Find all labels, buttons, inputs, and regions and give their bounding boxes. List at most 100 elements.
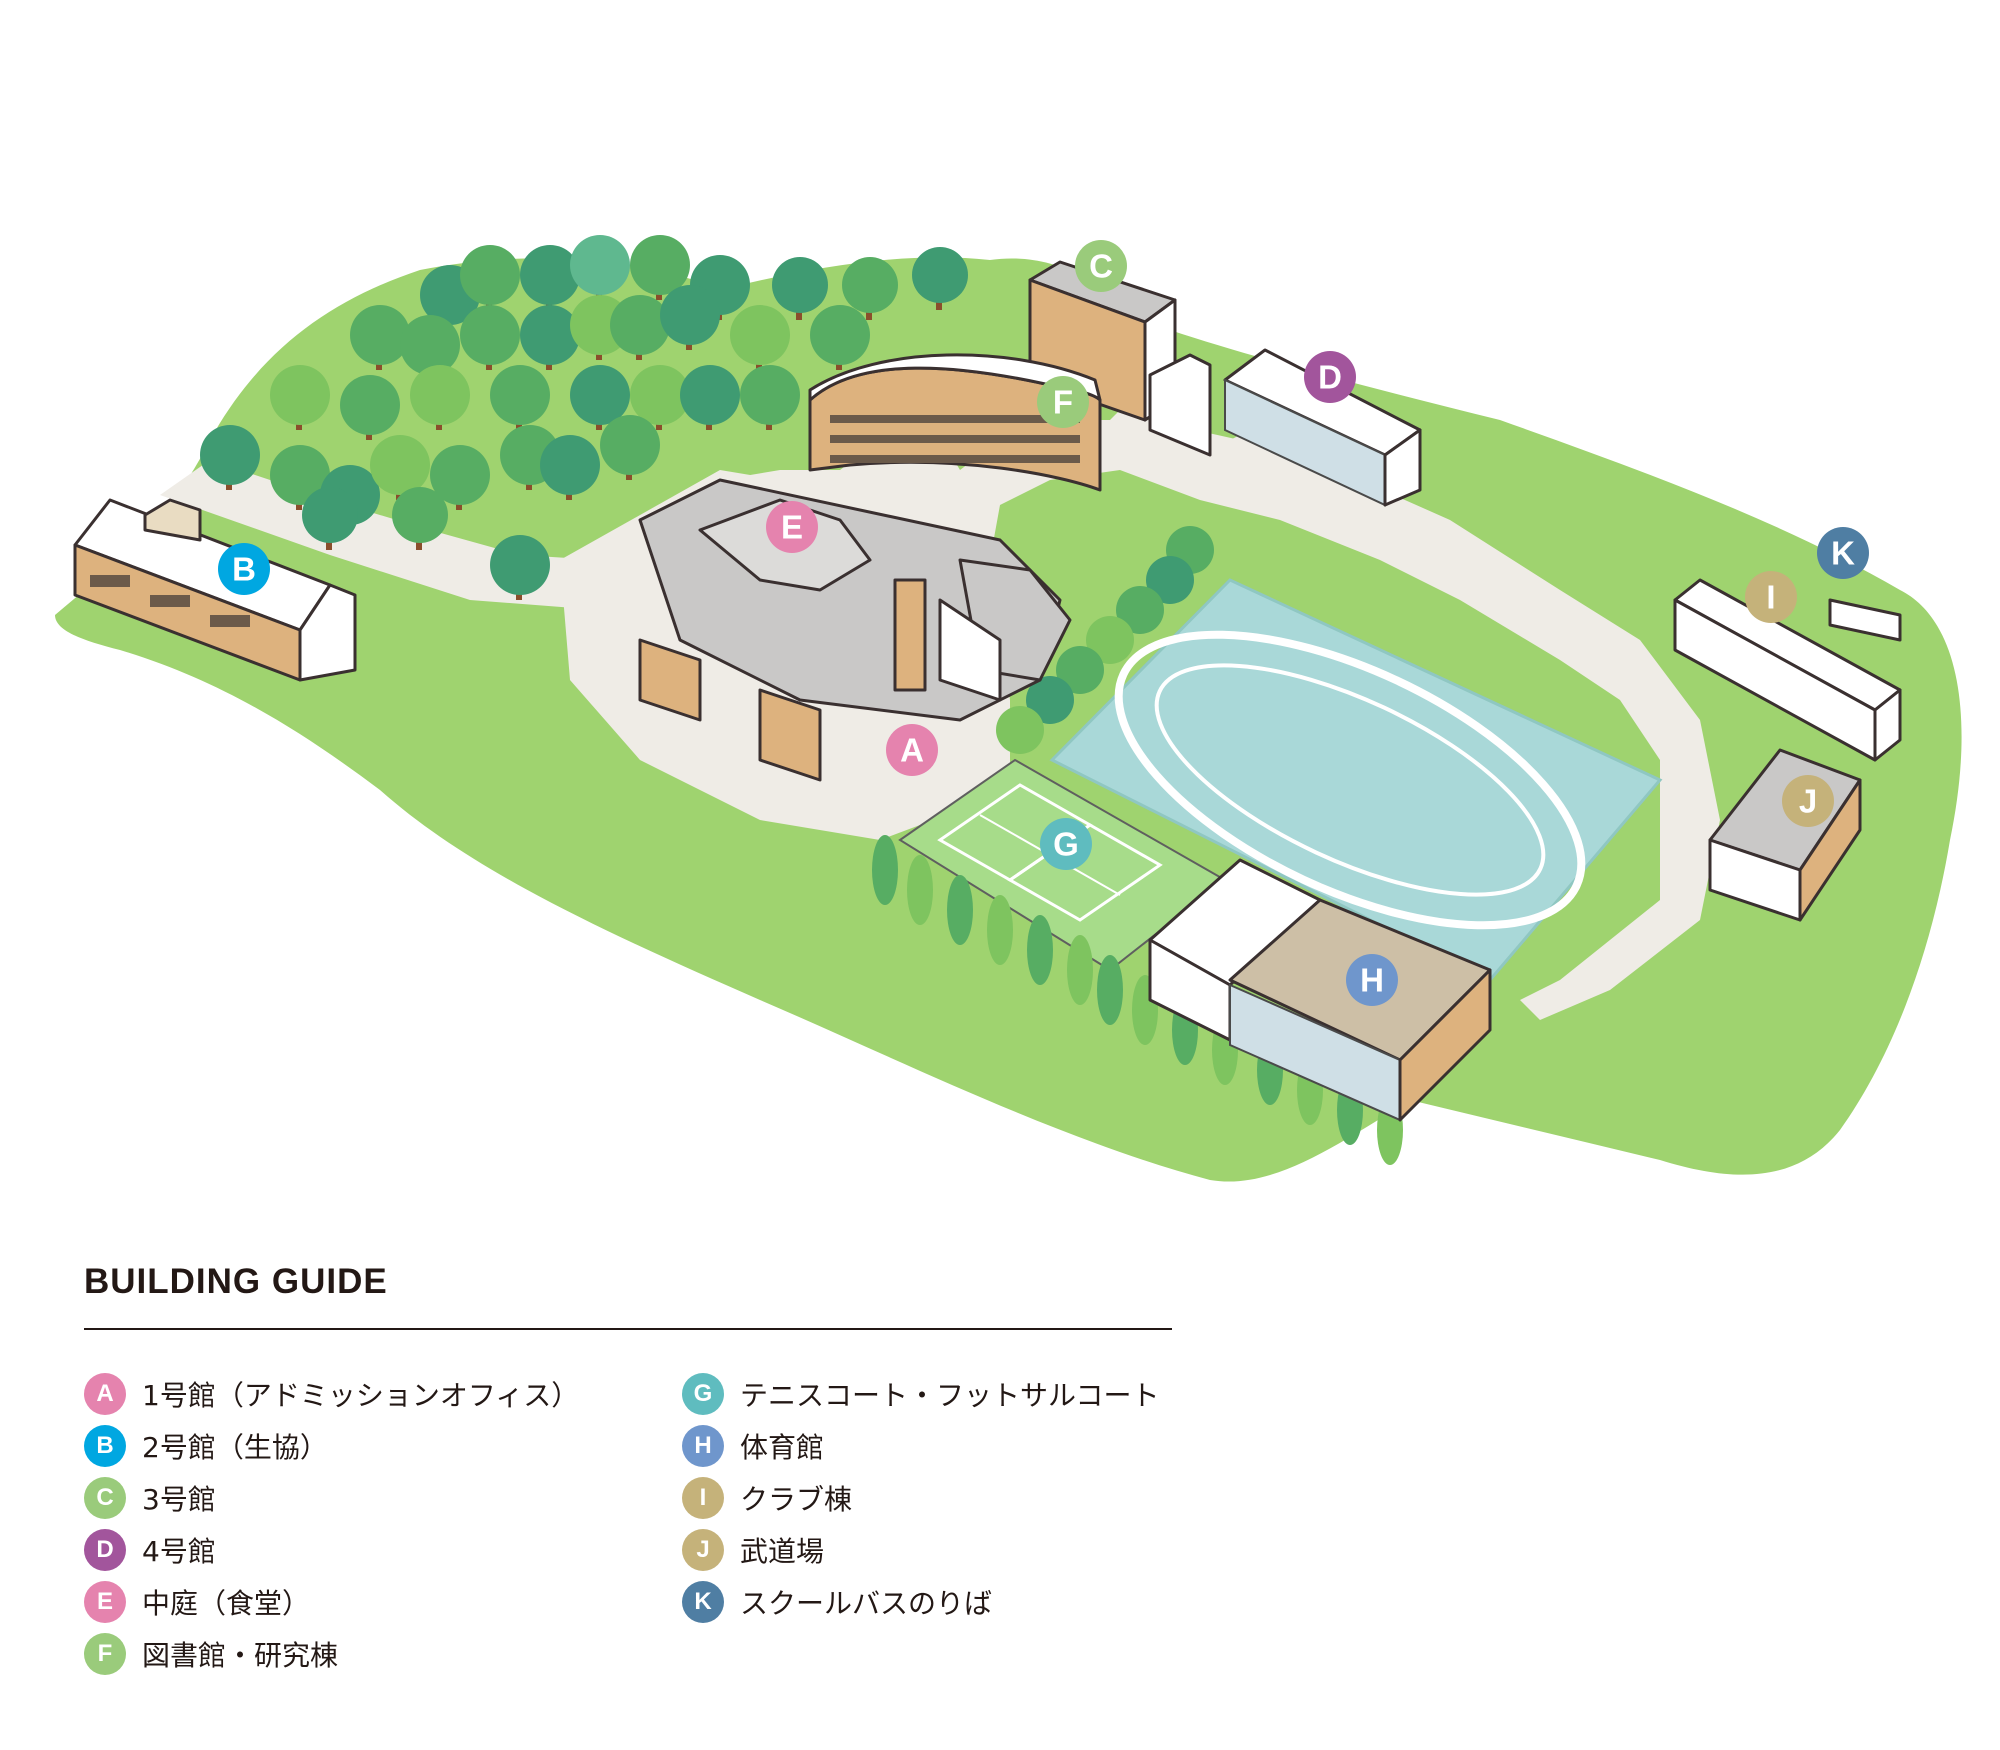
legend-label: スクールバスのりば <box>740 1587 993 1620</box>
tree <box>1067 935 1093 1005</box>
legend-item-k[interactable]: K スクールバスのりば <box>682 1576 1159 1628</box>
legend-badge: F <box>84 1633 126 1675</box>
legend-item-c[interactable]: C 3号館 <box>84 1472 579 1524</box>
building-i <box>1673 578 1902 762</box>
tree <box>912 247 968 310</box>
tree <box>460 245 520 310</box>
tree <box>810 305 870 370</box>
field-trees <box>996 526 1214 754</box>
marker-i[interactable]: I <box>1745 571 1797 623</box>
tree <box>842 257 898 320</box>
tree <box>1027 915 1053 985</box>
campus-map: A B C D E F G H I J K <box>55 235 1962 1182</box>
tree <box>540 435 600 500</box>
legend-label: 武道場 <box>740 1535 825 1568</box>
marker-c[interactable]: C <box>1075 240 1127 292</box>
tree <box>1056 646 1104 694</box>
athletic-field <box>1049 578 1663 982</box>
tree <box>490 535 550 600</box>
tree <box>200 425 260 490</box>
legend-badge: C <box>84 1477 126 1519</box>
tree <box>680 365 740 430</box>
tree <box>520 305 580 370</box>
legend-label: テニスコート・フットサルコート <box>740 1379 1160 1412</box>
tree <box>630 235 690 300</box>
legend-label: クラブ棟 <box>740 1483 853 1516</box>
legend-badge: H <box>682 1425 724 1467</box>
tree <box>570 235 630 300</box>
svg-text:A: A <box>900 732 924 769</box>
legend-item-j[interactable]: J 武道場 <box>682 1524 1159 1576</box>
legend-label: 2号館（生協） <box>142 1431 328 1464</box>
svg-text:K: K <box>1831 535 1855 572</box>
forest <box>200 235 968 600</box>
tree <box>340 375 400 440</box>
legend-label: 1号館（アドミッションオフィス） <box>142 1379 580 1412</box>
marker-j[interactable]: J <box>1782 775 1834 827</box>
tree <box>430 445 490 510</box>
tree <box>1116 586 1164 634</box>
legend-title: BUILDING GUIDE <box>84 1262 388 1301</box>
legend-divider <box>84 1328 1172 1330</box>
tree <box>460 305 520 370</box>
tree <box>630 365 690 430</box>
building-a-e-complex <box>638 478 1072 782</box>
legend-column-right: G テニスコート・フットサルコート H 体育館 I クラブ棟 J 武道場 K ス… <box>682 1368 1159 1628</box>
marker-a[interactable]: A <box>886 724 938 776</box>
tree <box>772 257 828 320</box>
marker-g[interactable]: G <box>1040 818 1092 870</box>
tree <box>400 315 460 380</box>
legend-item-e[interactable]: E 中庭（食堂） <box>84 1576 579 1628</box>
tree <box>350 305 410 370</box>
legend-item-f[interactable]: F 図書館・研究棟 <box>84 1628 579 1680</box>
legend-item-h[interactable]: H 体育館 <box>682 1420 1159 1472</box>
svg-text:F: F <box>1053 384 1073 421</box>
tree <box>270 365 330 430</box>
tree <box>490 365 550 430</box>
legend-item-b[interactable]: B 2号館（生協） <box>84 1420 579 1472</box>
marker-h[interactable]: H <box>1346 954 1398 1006</box>
tree <box>570 365 630 430</box>
tree <box>730 305 790 370</box>
legend-item-i[interactable]: I クラブ棟 <box>682 1472 1159 1524</box>
tree <box>1146 556 1194 604</box>
svg-text:E: E <box>781 509 803 546</box>
marker-d[interactable]: D <box>1304 351 1356 403</box>
tree <box>872 835 898 905</box>
tree <box>520 245 580 310</box>
marker-f[interactable]: F <box>1037 376 1089 428</box>
svg-text:B: B <box>232 551 256 588</box>
tree <box>660 285 720 350</box>
tree <box>610 295 670 360</box>
legend-badge: G <box>682 1373 724 1415</box>
marker-k[interactable]: K <box>1817 527 1869 579</box>
marker-e[interactable]: E <box>766 501 818 553</box>
legend-badge: A <box>84 1373 126 1415</box>
svg-text:J: J <box>1799 783 1817 820</box>
legend-badge: D <box>84 1529 126 1571</box>
svg-text:H: H <box>1360 962 1384 999</box>
svg-text:G: G <box>1053 826 1079 863</box>
tree <box>987 895 1013 965</box>
tree <box>1026 676 1074 724</box>
legend-label: 4号館 <box>142 1535 216 1568</box>
tree <box>996 706 1044 754</box>
legend-label: 中庭（食堂） <box>142 1587 311 1620</box>
tree <box>410 365 470 430</box>
building-f <box>808 353 1102 492</box>
building-b <box>73 498 357 682</box>
tree <box>947 875 973 945</box>
tree <box>740 365 800 430</box>
legend-badge: I <box>682 1477 724 1519</box>
legend-item-d[interactable]: D 4号館 <box>84 1524 579 1576</box>
legend-item-a[interactable]: A 1号館（アドミッションオフィス） <box>84 1368 579 1420</box>
tree <box>370 435 430 500</box>
legend-item-g[interactable]: G テニスコート・フットサルコート <box>682 1368 1159 1420</box>
svg-text:I: I <box>1766 579 1775 616</box>
legend-column-left: A 1号館（アドミッションオフィス） B 2号館（生協） C 3号館 D 4号館… <box>84 1368 579 1680</box>
svg-text:D: D <box>1318 359 1342 396</box>
legend-label: 図書館・研究棟 <box>142 1639 339 1672</box>
building-d <box>1148 348 1422 507</box>
legend-label: 3号館 <box>142 1483 216 1516</box>
marker-b[interactable]: B <box>218 543 270 595</box>
